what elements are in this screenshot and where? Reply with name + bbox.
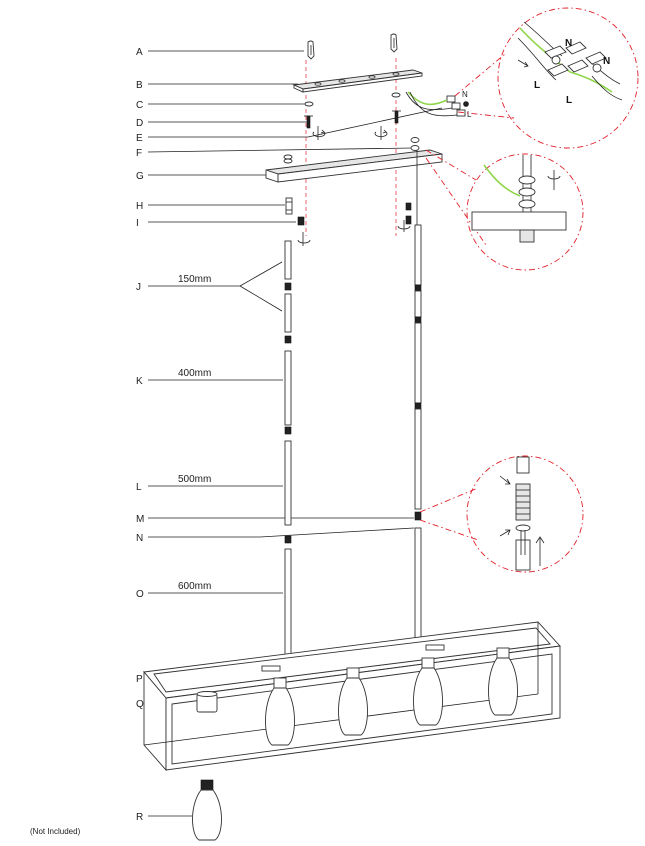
rotation-arrow-left [312, 126, 326, 140]
dim-150: 150mm [178, 274, 211, 285]
rod-150-b [284, 293, 292, 333]
callout-connector [419, 455, 584, 573]
rod-600 [284, 548, 292, 656]
joint-m [414, 511, 422, 521]
label-r: R [136, 812, 143, 823]
label-h: H [136, 201, 143, 212]
canopy-nut-left [283, 154, 293, 160]
nut-i [297, 216, 305, 226]
label-q: Q [136, 699, 144, 710]
screw-left [304, 115, 313, 129]
washer-left [304, 101, 314, 107]
bulb-3 [413, 657, 443, 726]
label-e: E [136, 133, 143, 144]
label-l: L [136, 482, 142, 493]
cord-grip [410, 137, 420, 151]
label-o: O [136, 589, 144, 600]
rotation-arrow-i-right [397, 220, 411, 232]
mounting-bracket [292, 69, 423, 93]
bulb-1 [265, 677, 295, 746]
rotation-arrow-right [374, 126, 388, 140]
dim-400: 400mm [178, 368, 211, 379]
coupler-h-right [405, 202, 412, 211]
callout-cord-grip [425, 149, 584, 271]
dim-500: 500mm [178, 474, 211, 485]
label-d: D [136, 118, 143, 129]
connector-1 [284, 282, 292, 291]
label-j: J [136, 282, 141, 293]
part-labels: A B C D E F G H I J K L M N O P Q R (Not… [30, 47, 144, 836]
rod-stack-left [284, 240, 292, 656]
bracket-live-label: L [467, 110, 472, 119]
label-p: P [136, 674, 143, 685]
bulb-4 [488, 647, 518, 716]
not-included-note: (Not Included) [30, 827, 81, 836]
callout-live-label-2: L [566, 95, 572, 106]
label-c: C [136, 100, 143, 111]
label-b: B [136, 80, 143, 91]
screw-right [392, 110, 401, 124]
callout-wiring: N N L L [454, 7, 639, 149]
leader-lines [144, 50, 443, 817]
wall-plug-right [390, 33, 398, 53]
coupler-h [285, 197, 293, 215]
connector-2 [284, 335, 292, 344]
frame-bracket-left [261, 665, 281, 672]
connector-4 [284, 535, 292, 544]
label-m: M [136, 514, 144, 525]
label-f: F [136, 148, 142, 159]
frame-bracket-right [425, 644, 445, 651]
washer-right [391, 92, 401, 98]
callout-neutral-label-1: N [565, 38, 572, 49]
callout-live-label-1: L [534, 80, 540, 91]
label-a: A [136, 47, 143, 58]
callout-neutral-label-2: N [603, 56, 610, 67]
label-g: G [136, 171, 144, 182]
label-n: N [136, 533, 143, 544]
rotation-arrow-i-left [297, 232, 311, 246]
canopy-plate [265, 149, 443, 183]
rod-500 [284, 440, 292, 526]
rod-150-a [284, 240, 292, 280]
rod-400 [284, 350, 292, 426]
bracket-neutral-label: N [462, 90, 468, 99]
bulb-not-included [192, 779, 222, 841]
label-k: K [136, 376, 143, 387]
rod-dimensions: 150mm 400mm 500mm 600mm [178, 274, 211, 592]
wall-plug-left [307, 40, 315, 60]
rod-stack-right [414, 150, 422, 649]
dim-600: 600mm [178, 581, 211, 592]
label-i: I [136, 218, 139, 229]
terminal-block: N L [446, 90, 472, 119]
lamp-holder [196, 691, 218, 713]
connector-3 [284, 426, 292, 435]
bulb-2 [338, 667, 368, 736]
